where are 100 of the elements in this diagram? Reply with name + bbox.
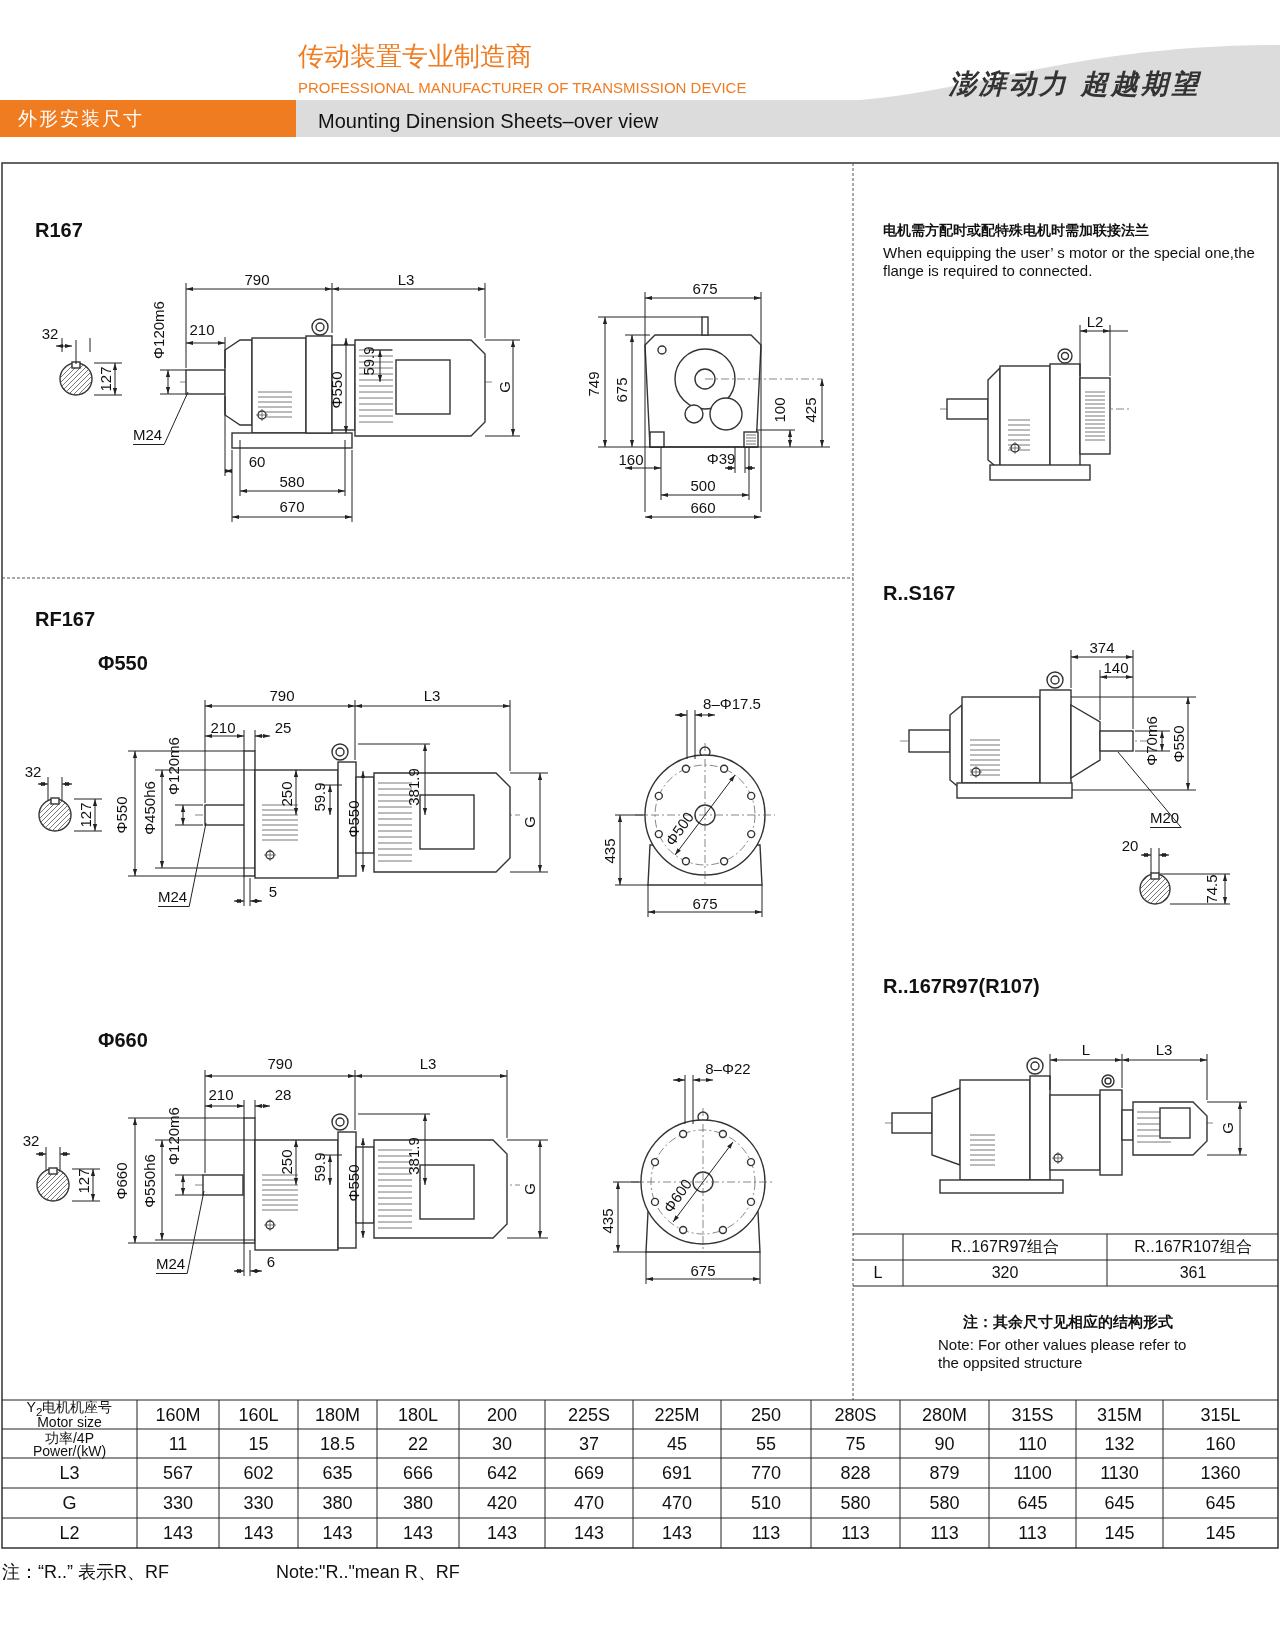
table-value: 380: [403, 1494, 433, 1514]
dimension-label: G: [496, 381, 514, 393]
table-value: 143: [487, 1524, 517, 1544]
header-title: 传动装置专业制造商: [298, 41, 532, 71]
table-value: 470: [574, 1494, 604, 1514]
dimension-label: L3: [397, 271, 415, 289]
table-value: 315L: [1200, 1405, 1241, 1426]
table-value: 1100: [1013, 1464, 1052, 1484]
dimension-label: 381.9: [405, 768, 423, 806]
table-value: 30: [492, 1434, 512, 1455]
dimension-label: 660: [690, 499, 716, 517]
dimension-label: 250: [278, 1149, 296, 1175]
dimension-label: 790: [269, 687, 295, 705]
table-value: 200: [487, 1405, 517, 1426]
table-value: 143: [243, 1524, 274, 1544]
dimension-label: 100: [771, 397, 789, 423]
dimension-label: G: [1219, 1122, 1237, 1134]
note-text: 电机需方配时或配特殊电机时需加联接法兰: [883, 223, 1149, 239]
table-value: 645: [1205, 1494, 1236, 1514]
column-header: R..167R107组合: [1134, 1238, 1252, 1256]
table-value: 315M: [1097, 1405, 1142, 1426]
dimension-label: L3: [1155, 1041, 1173, 1059]
view-title: R167: [35, 219, 83, 241]
dimension-label: 6: [266, 1253, 276, 1271]
dimension-label: 32: [24, 763, 42, 781]
table-value: 635: [322, 1464, 353, 1484]
table-value: 160L: [238, 1405, 279, 1426]
table-value: 37: [579, 1434, 599, 1455]
dimension-label: 60: [248, 453, 266, 471]
dimension-label: Φ660: [113, 1162, 131, 1200]
leader-line: [155, 1190, 205, 1274]
dimension-label: 210: [210, 719, 236, 737]
row-header: L3: [59, 1464, 80, 1484]
dimension-label: 381.9: [405, 1137, 423, 1175]
table-value: 320: [991, 1264, 1019, 1282]
table-value: 143: [403, 1524, 433, 1544]
table-value: 225M: [654, 1405, 700, 1426]
table-value: 55: [756, 1434, 776, 1455]
dimension-label: 74.5: [1203, 874, 1221, 904]
dimension-label: Φ550: [345, 1164, 363, 1202]
dimension-label: 127: [77, 802, 95, 828]
table-value: 145: [1205, 1524, 1236, 1544]
table-value: 645: [1104, 1494, 1135, 1514]
table-value: 330: [243, 1494, 274, 1514]
dimension-label: Φ39: [706, 450, 736, 468]
row-header: 功率/4P Power/(kW): [31, 1431, 108, 1458]
leader-line: [157, 822, 207, 907]
row-header: L: [873, 1264, 883, 1282]
dimension-label: Φ120m6: [165, 1107, 183, 1165]
dimension-label: 32: [41, 325, 59, 343]
dimension-label: 675: [692, 280, 718, 298]
table-value: 113: [930, 1524, 959, 1544]
dimension-label: 250: [278, 781, 296, 807]
leader-line: [1117, 751, 1182, 828]
table-value: 132: [1104, 1434, 1135, 1455]
table-value: 145: [1104, 1524, 1135, 1544]
table-value: 45: [667, 1434, 687, 1455]
dimension-label: 500: [690, 477, 716, 495]
dimension-label: 670: [279, 498, 305, 516]
table-value: 225S: [568, 1405, 610, 1426]
note-text: When equipping the user’ s motor or the special one,the flange is required to connected.: [883, 244, 1256, 280]
dimension-label: 374: [1089, 639, 1115, 657]
table-value: 567: [163, 1464, 193, 1484]
table-value: 160: [1205, 1434, 1236, 1455]
dimension-label: 25: [274, 719, 292, 737]
table-value: 113: [1018, 1524, 1047, 1544]
thread-label: M20: [1150, 810, 1180, 827]
table-value: 1130: [1100, 1464, 1139, 1484]
dimension-label: L: [1081, 1041, 1091, 1059]
table-value: 420: [487, 1494, 517, 1514]
table-value: 642: [487, 1464, 517, 1484]
dimension-label: 210: [189, 321, 215, 339]
table-value: 180M: [315, 1405, 360, 1426]
table-value: 90: [934, 1434, 955, 1455]
dimension-label: 675: [690, 1262, 716, 1280]
thread-label: M24: [158, 889, 188, 906]
view-title: RF167: [35, 608, 96, 630]
dimension-label: 8–Φ22: [705, 1060, 751, 1078]
table-value: 666: [403, 1464, 433, 1484]
table-value: 828: [840, 1464, 871, 1484]
section-title: 外形安装尺寸: [18, 108, 144, 130]
slogan-text: 澎湃动力 超越期望: [948, 69, 1202, 99]
table-value: 250: [751, 1405, 781, 1426]
table-value: 15: [248, 1434, 269, 1455]
view-title: R..167R97(R107): [883, 975, 1040, 997]
table-value: 113: [841, 1524, 870, 1544]
table-value: 1360: [1200, 1464, 1241, 1484]
table-value: 280S: [834, 1405, 877, 1426]
table-value: 330: [163, 1494, 193, 1514]
table-value: 315S: [1011, 1405, 1054, 1426]
dimension-label: G: [521, 1183, 539, 1195]
dimension-label: 59.9: [311, 1152, 329, 1182]
dimension-label: 675: [613, 377, 631, 403]
table-value: 143: [662, 1524, 692, 1544]
dimension-label: 580: [279, 473, 305, 491]
table-value: 361: [1179, 1264, 1207, 1282]
table-value: 580: [929, 1494, 960, 1514]
dimension-label: Φ550: [113, 796, 131, 834]
dimension-label: 5: [268, 883, 278, 901]
dimension-label: 425: [802, 397, 820, 423]
